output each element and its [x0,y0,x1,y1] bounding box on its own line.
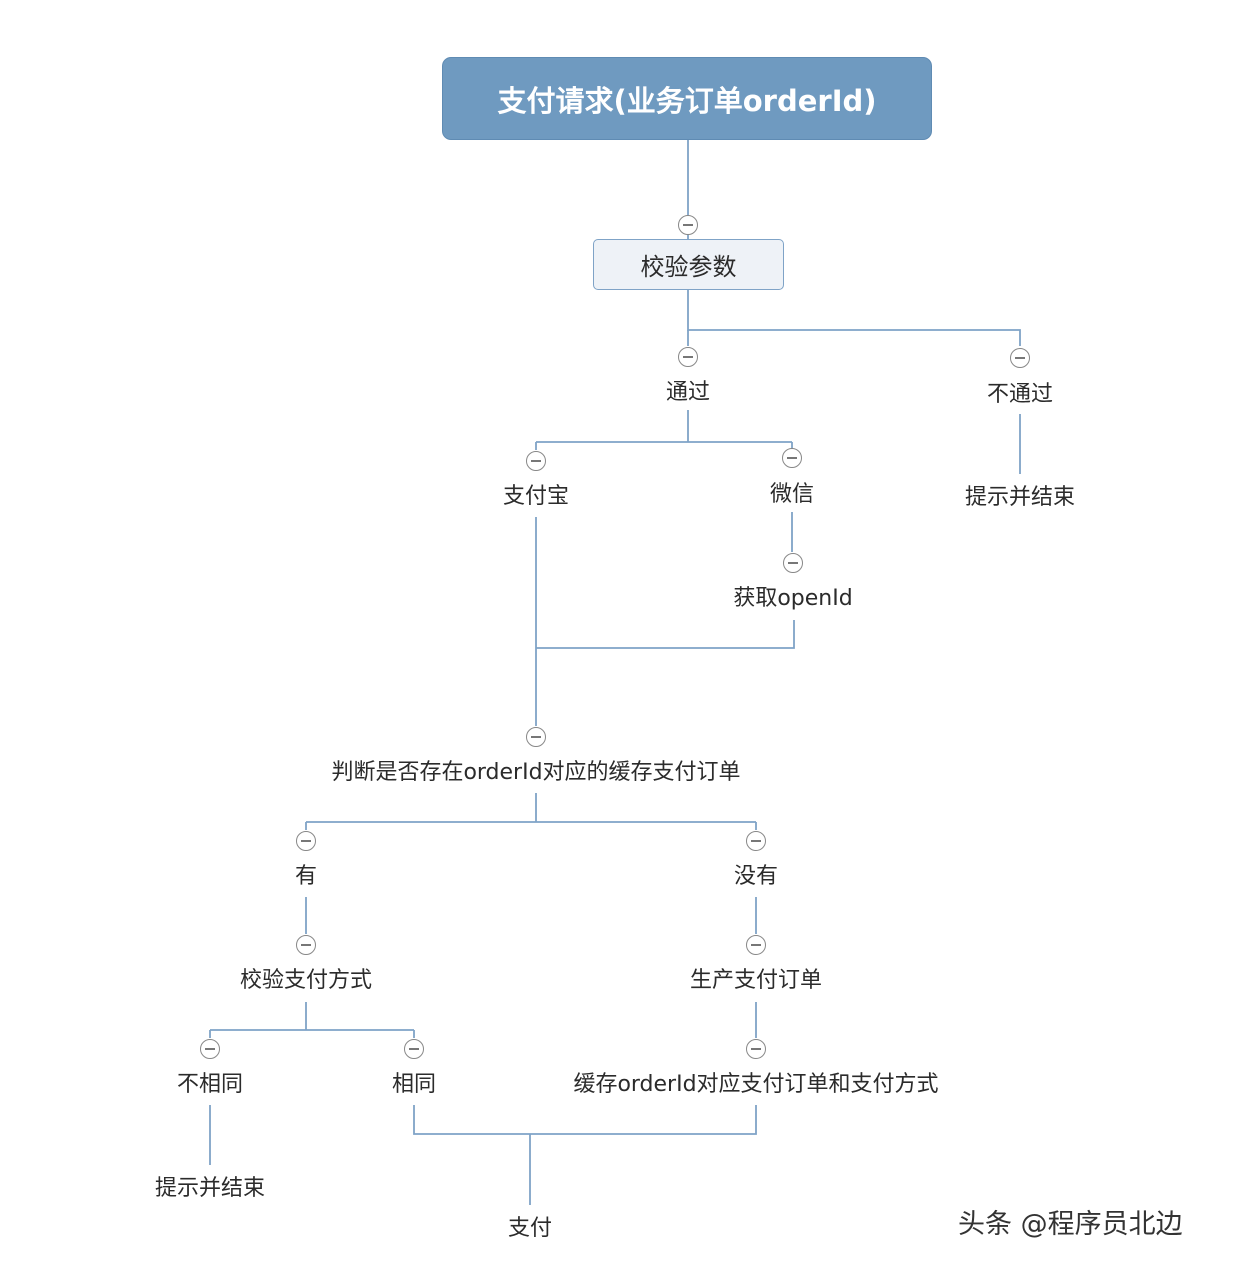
node-none[interactable]: 没有 [733,864,779,889]
watermark: 头条 @程序员北边 [958,1209,1183,1240]
edge-openid-merge [536,620,795,649]
collapse-minus-icon[interactable] [783,553,803,573]
edge-pass-split [535,410,793,450]
node-different[interactable]: 不相同 [176,1072,244,1097]
node-same[interactable]: 相同 [391,1072,437,1097]
node-wechat[interactable]: 微信 [769,482,815,507]
node-check-method[interactable]: 校验支付方式 [239,968,373,993]
collapse-minus-icon[interactable] [404,1039,424,1059]
collapse-minus-icon[interactable] [296,935,316,955]
node-pay[interactable]: 支付 [507,1216,553,1241]
validate-node[interactable]: 校验参数 [593,239,784,290]
node-get-openid[interactable]: 获取openId [733,586,853,611]
node-check-cache[interactable]: 判断是否存在orderId对应的缓存支付订单 [331,760,741,785]
edge-validate-branches [687,290,1021,346]
node-pass[interactable]: 通过 [665,380,711,405]
root-node[interactable]: 支付请求(业务订单orderId) [442,57,932,140]
collapse-minus-icon[interactable] [746,1039,766,1059]
collapse-minus-icon[interactable] [526,727,546,747]
collapse-minus-icon[interactable] [200,1039,220,1059]
node-fail-end[interactable]: 提示并结束 [964,485,1076,510]
root-node-label: 支付请求(业务订单orderId) [497,83,877,118]
collapse-minus-icon[interactable] [678,347,698,367]
collapse-minus-icon[interactable] [296,831,316,851]
node-cache-order[interactable]: 缓存orderId对应支付订单和支付方式 [573,1072,939,1097]
collapse-minus-icon[interactable] [782,448,802,468]
node-create-order[interactable]: 生产支付订单 [689,968,823,993]
collapse-minus-icon[interactable] [678,215,698,235]
node-fail[interactable]: 不通过 [986,382,1054,407]
edge-method-split [209,1002,415,1038]
collapse-minus-icon[interactable] [746,935,766,955]
edge-check-split [305,793,757,830]
collapse-minus-icon[interactable] [746,831,766,851]
node-alipay[interactable]: 支付宝 [502,484,570,509]
node-diff-end[interactable]: 提示并结束 [154,1176,266,1201]
validate-node-label: 校验参数 [640,253,737,281]
collapse-minus-icon[interactable] [1010,348,1030,368]
collapse-minus-icon[interactable] [526,451,546,471]
node-has[interactable]: 有 [294,864,318,889]
edge-merge-pay [413,1105,757,1205]
